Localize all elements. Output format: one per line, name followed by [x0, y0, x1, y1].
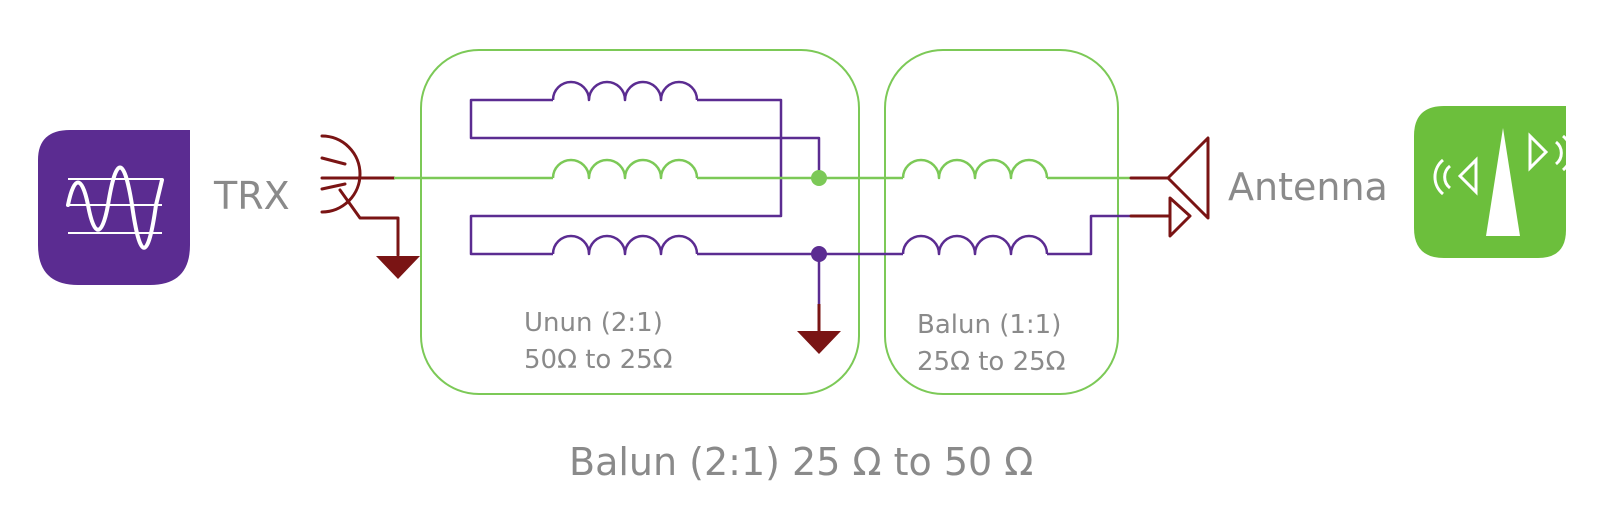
ground-symbol-unun: [797, 331, 841, 354]
unun-wiring: [469, 80, 821, 330]
trx-label: TRX: [213, 174, 290, 218]
unun-box: [420, 49, 860, 395]
diagram-caption: Balun (2:1) 25 Ω to 50 Ω: [569, 440, 1033, 484]
trx-connector: [320, 134, 400, 257]
balun-lower-wiring: [819, 214, 1131, 256]
unun-title: Unun (2:1): [524, 308, 663, 338]
waveform-icon: [38, 130, 190, 285]
junction-dot-green: [811, 170, 827, 186]
balun-title: Balun (1:1): [917, 310, 1061, 340]
ground-symbol-trx: [376, 256, 420, 279]
antenna-label: Antenna: [1228, 165, 1388, 209]
green-signal-wiring: [394, 158, 1131, 180]
antenna-dipole-symbol: [1129, 136, 1210, 238]
balun-ratio: 25Ω to 25Ω: [917, 347, 1066, 377]
unun-ratio: 50Ω to 25Ω: [524, 345, 673, 375]
junction-dot-purple: [811, 246, 827, 262]
antenna-signal-icon: [1414, 106, 1573, 258]
balun-box: [884, 49, 1119, 395]
